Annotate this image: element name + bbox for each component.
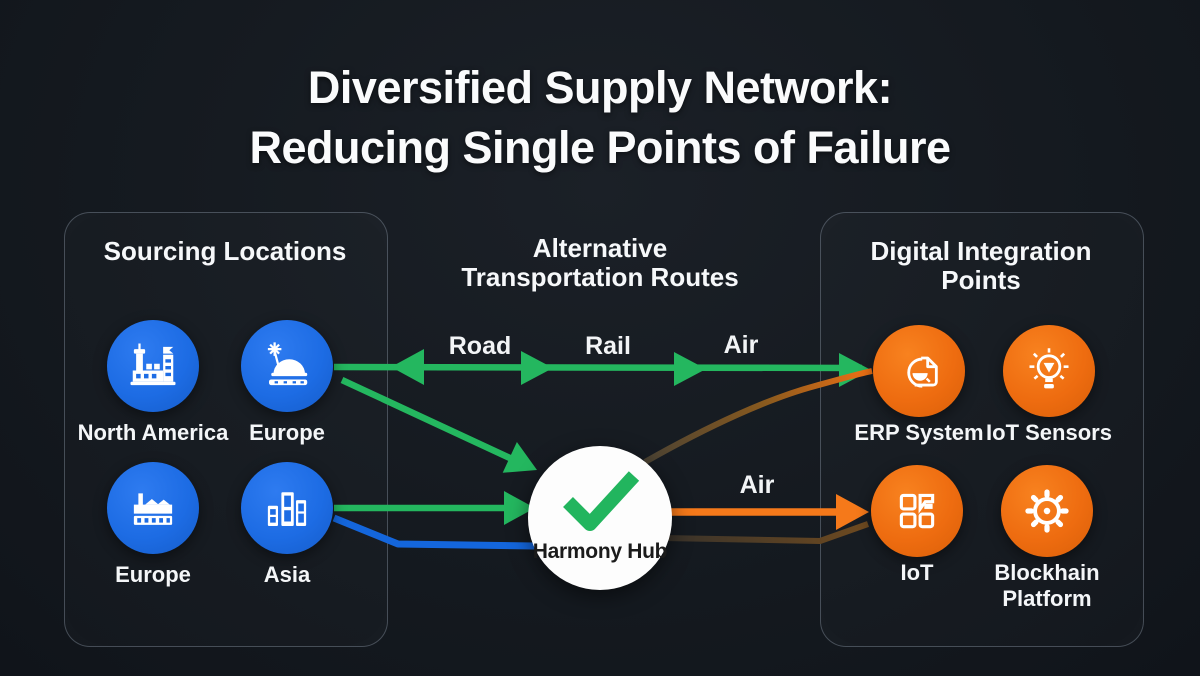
rail-label: Rail [585, 332, 631, 360]
road-arrowhead [521, 351, 553, 385]
top-route-line [333, 363, 863, 372]
digital-heading-line2: Points [941, 265, 1021, 295]
routes-heading-line2: Transportation Routes [461, 262, 739, 292]
routes-heading-line1: Alternative [532, 233, 668, 263]
digital-heading: Digital Integration Points [820, 237, 1142, 295]
node-europe-top [241, 320, 333, 412]
page-title-line1: Diversified Supply Network: [307, 62, 893, 113]
digital-heading-line1: Digital Integration [870, 236, 1092, 266]
page-title: Diversified Supply Network: Reducing Sin… [0, 58, 1200, 178]
top-route-left-arrowhead [391, 349, 424, 385]
node-label-europe-bottom: Europe [115, 562, 191, 587]
node-europe-bottom [107, 462, 199, 554]
node-label-iot: IoT [900, 560, 934, 585]
node-north-america [107, 320, 199, 412]
checkmark-icon [554, 464, 646, 538]
air-lower-label: Air [739, 471, 775, 499]
node-label-erp-system: ERP System [854, 420, 984, 445]
lightbulb-icon [1023, 345, 1075, 397]
qr-code-icon [892, 486, 942, 536]
road-label: Road [448, 332, 512, 360]
node-asia [241, 462, 333, 554]
city-buildings-icon [260, 481, 314, 535]
node-iot [871, 465, 963, 557]
node-erp-system [873, 325, 965, 417]
routes-heading: Alternative Transportation Routes [420, 234, 780, 292]
node-label-iot-sensors: IoT Sensors [986, 420, 1112, 445]
harmony-hub-node: Harmony Hub [528, 446, 672, 590]
europe-hub-arrowhead [502, 442, 537, 473]
node-iot-sensors [1003, 325, 1095, 417]
node-label-north-america: North America [77, 420, 229, 445]
factory-icon [126, 481, 180, 535]
page-title-line2: Reducing Single Points of Failure [249, 122, 951, 173]
harmony-hub-label: Harmony Hub [532, 540, 668, 563]
gear-icon [1021, 485, 1073, 537]
erp-document-icon [893, 345, 945, 397]
air-top-label: Air [723, 331, 759, 359]
dome-landmark-icon [260, 339, 314, 393]
node-label-blockchain-platform: Blockhain Platform [994, 560, 1100, 611]
node-label-europe-top: Europe [249, 420, 325, 445]
sourcing-heading: Sourcing Locations [103, 236, 347, 266]
factory-tower-icon [126, 339, 180, 393]
node-label-asia: Asia [263, 562, 311, 587]
node-blockchain-platform [1001, 465, 1093, 557]
